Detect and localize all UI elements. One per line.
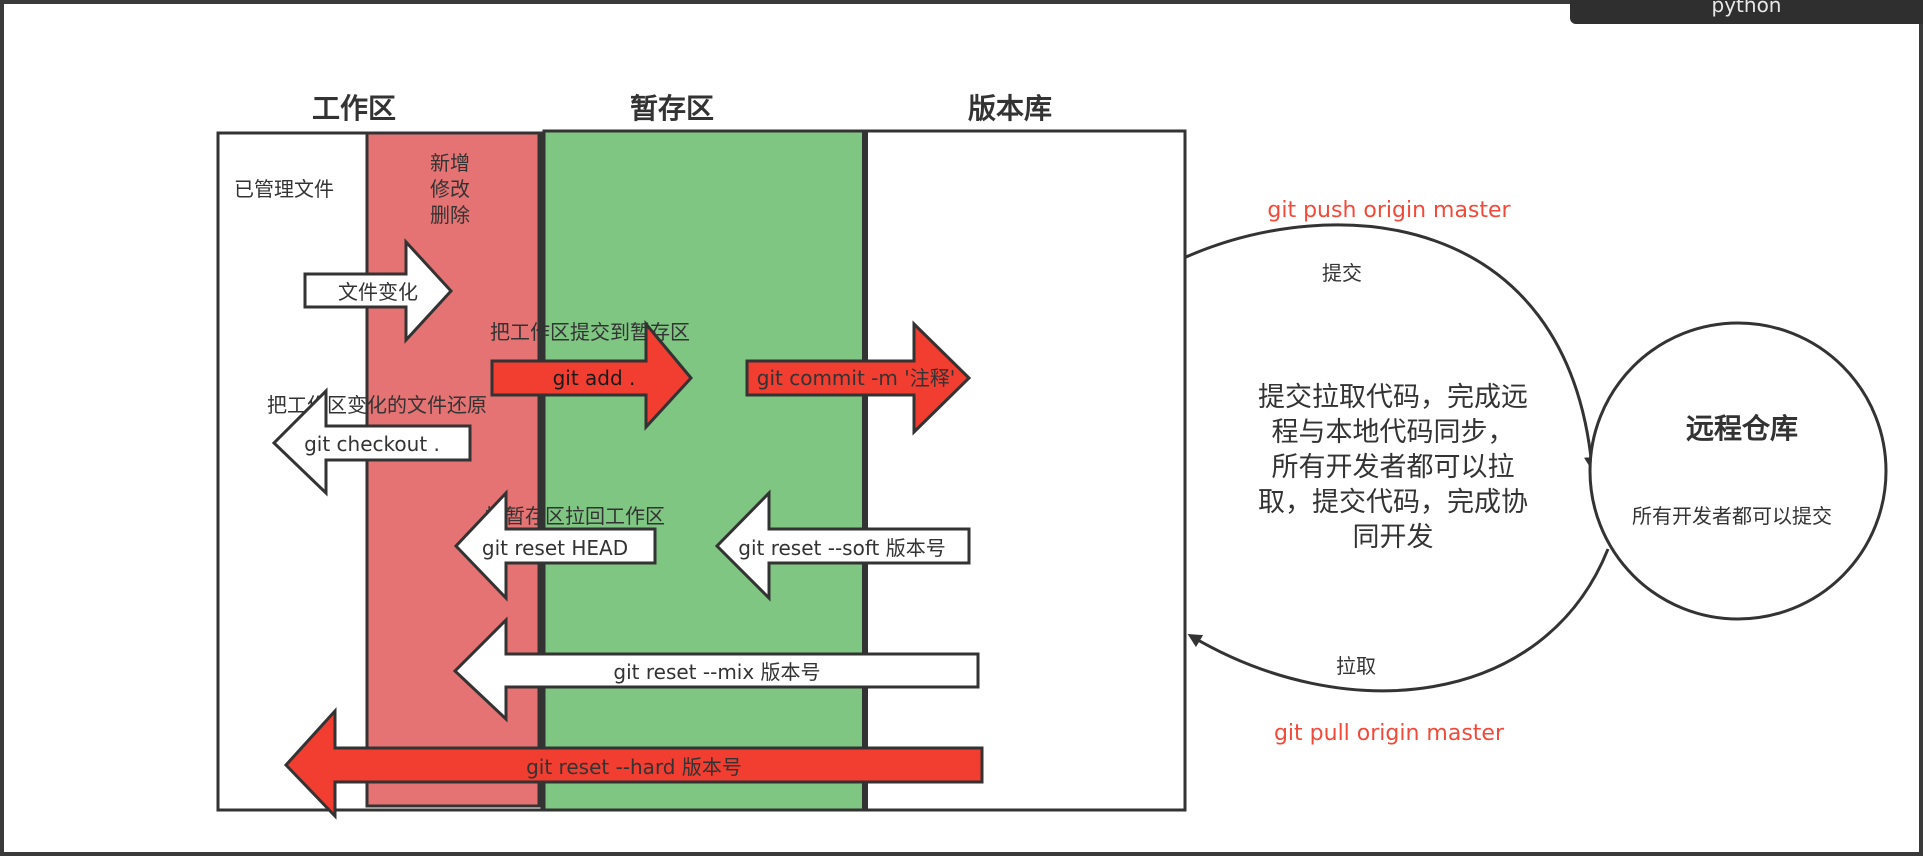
git-reset-soft-arrow: [714, 489, 971, 602]
git-reset-hard-label: git reset --hard 版本号: [526, 755, 742, 779]
repository-title: 版本库: [968, 92, 1052, 125]
git-add-arrow: [490, 319, 693, 431]
diagram-canvas: 工作区 暂存区 版本库 已管理文件 新增 修改 删除 文件变化 把工作区提交到暂…: [4, 4, 1919, 852]
sync-description-line-5: 同开发: [1353, 522, 1434, 553]
corner-tab-label: python: [1711, 0, 1782, 17]
file-change-arrow: [303, 238, 454, 344]
staging-box: [542, 129, 866, 812]
pull-arc: [1187, 548, 1610, 693]
change-delete-label: 删除: [430, 203, 470, 227]
push-label: 提交: [1322, 261, 1362, 285]
workspace-title: 工作区: [312, 92, 396, 125]
remote-repository-subtitle: 所有开发者都可以提交: [1632, 504, 1832, 528]
checkout-caption: 把工作区变化的文件还原: [267, 393, 487, 417]
git-reset-hard-arrow: [283, 707, 984, 820]
file-change-label: 文件变化: [338, 280, 418, 304]
push-command: git push origin master: [1267, 198, 1511, 223]
pull-label: 拉取: [1336, 654, 1376, 678]
git-reset-head-arrow: [453, 489, 657, 602]
push-arc: [1185, 223, 1598, 471]
git-commit-arrow: [745, 320, 972, 436]
git-checkout-arrow: [271, 387, 472, 497]
managed-files-label: 已管理文件: [234, 177, 334, 201]
remote-repository-circle: [1588, 321, 1888, 621]
workspace-changes-box: [365, 131, 541, 808]
sync-description-line-3: 所有开发者都可以拉: [1272, 452, 1515, 483]
change-modify-label: 修改: [430, 177, 470, 201]
change-add-label: 新增: [430, 151, 470, 175]
sync-description-line-2: 程与本地代码同步，: [1272, 417, 1515, 448]
pull-command: git pull origin master: [1274, 721, 1505, 746]
git-reset-mix-label: git reset --mix 版本号: [613, 660, 820, 684]
repository-box: [863, 129, 1187, 812]
staging-title: 暂存区: [630, 92, 714, 125]
sync-description-line-4: 取，提交代码，完成协: [1258, 487, 1528, 518]
git-reset-mix-arrow: [452, 616, 980, 723]
remote-repository-title: 远程仓库: [1686, 412, 1798, 445]
git-commit-label: git commit -m '注释': [757, 366, 955, 390]
corner-tab[interactable]: python: [1570, 0, 1923, 24]
git-workflow-diagram: 工作区 暂存区 版本库 已管理文件 新增 修改 删除 文件变化 把工作区提交到暂…: [216, 92, 1888, 820]
git-reset-head-label: git reset HEAD: [482, 536, 628, 560]
git-reset-soft-label: git reset --soft 版本号: [738, 536, 945, 560]
git-add-label: git add .: [553, 366, 636, 390]
sync-description-line-1: 提交拉取代码，完成远: [1258, 382, 1528, 413]
git-checkout-label: git checkout .: [304, 432, 440, 456]
reset-head-caption: 把暂存区拉回工作区: [485, 504, 665, 528]
